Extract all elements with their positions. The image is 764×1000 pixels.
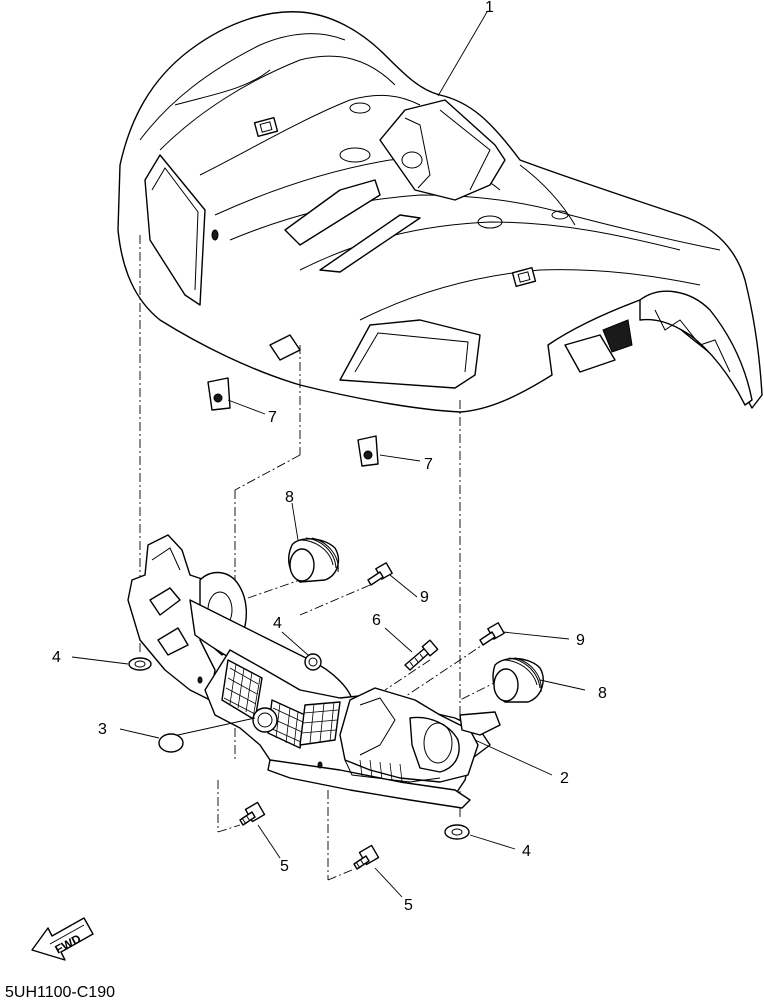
grommet-part-4-left — [128, 657, 152, 671]
bolt-part-9-upper — [367, 562, 393, 586]
bolt-part-5-right — [353, 844, 380, 870]
clip-part-7-upper — [207, 377, 231, 411]
grommet-part-4-right — [444, 824, 470, 840]
callout-4-left: 4 — [52, 649, 61, 666]
callout-9-lower: 9 — [576, 632, 585, 649]
callout-2: 2 — [560, 770, 569, 787]
fwd-arrow: FWD — [31, 917, 94, 961]
callout-8-lower: 8 — [598, 685, 607, 702]
callout-4-mid: 4 — [273, 615, 282, 632]
callout-5-right: 5 — [404, 897, 413, 914]
screw-part-6 — [404, 639, 439, 671]
leader-lines — [71, 11, 586, 898]
clip-part-7-lower — [357, 435, 379, 467]
bulb-socket-part-8-lower — [492, 657, 544, 703]
callout-7-lower: 7 — [424, 456, 433, 473]
callout-7-upper: 7 — [268, 409, 277, 426]
callout-9-upper: 9 — [420, 589, 429, 606]
callout-1: 1 — [485, 0, 494, 16]
callout-labels: 1 2 3 4 4 4 5 5 6 7 7 8 8 9 9 — [52, 0, 607, 914]
bulb-socket-part-8-upper — [288, 537, 340, 583]
diagram-code: 5UH1100-C190 — [5, 984, 115, 1000]
bolt-part-5-left — [239, 801, 266, 826]
callout-6: 6 — [372, 612, 381, 629]
callout-3: 3 — [98, 721, 107, 738]
callout-4-right: 4 — [522, 843, 531, 860]
grommet-part-4-mid — [304, 653, 322, 671]
callout-5-left: 5 — [280, 858, 289, 875]
front-grill-part-2 — [127, 534, 501, 809]
bolt-part-9-lower — [479, 622, 505, 646]
callout-8-upper: 8 — [285, 489, 294, 506]
front-fender-part-1 — [117, 11, 763, 413]
emblem-part-3 — [158, 733, 184, 753]
